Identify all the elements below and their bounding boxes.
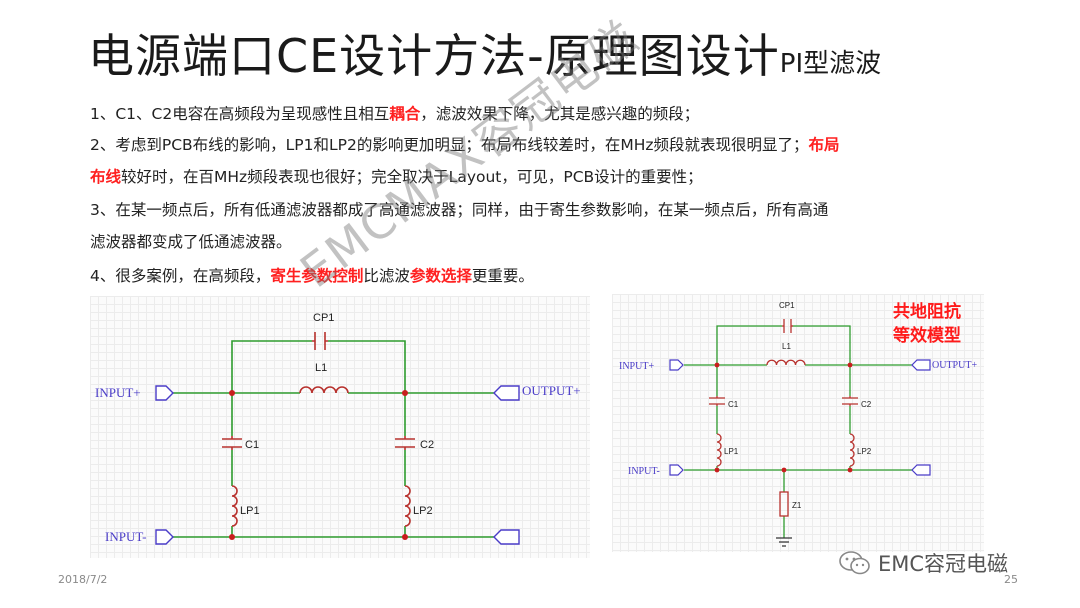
label-c2: C2 — [420, 439, 434, 451]
label-lp2: LP2 — [857, 447, 872, 456]
impedance-z1 — [779, 491, 789, 517]
port-output-plus — [911, 359, 931, 371]
label-input-plus: INPUT+ — [619, 361, 654, 372]
port-output-minus — [493, 529, 520, 545]
label-cp1: CP1 — [779, 301, 795, 310]
equivalent-model-line-1: 共地阻抗 — [893, 302, 961, 322]
wire — [231, 340, 312, 393]
capacitor-c2 — [842, 396, 858, 406]
ground-impedance-schematic: INPUT+ INPUT- OUTPUT+ CP1 L1 C1 C2 LP1 L… — [612, 294, 984, 552]
junction-node — [229, 534, 235, 540]
label-output-plus: OUTPUT+ — [932, 360, 977, 371]
junction-node — [847, 362, 853, 368]
wire — [792, 325, 851, 365]
brand-footer: EMC容冠电磁 — [838, 548, 1008, 578]
inductor-lp2 — [849, 433, 855, 467]
inductor-l1 — [766, 359, 806, 366]
port-input-minus — [155, 529, 174, 545]
point-1: 1、C1、C2电容在高频段为呈现感性且相互耦合，滤波效果下降，尤其是感兴趣的频段… — [90, 104, 699, 124]
point-3-text-end: 滤波器都变成了低通滤波器。 — [90, 233, 292, 251]
inductor-lp1 — [716, 433, 722, 467]
label-input-minus: INPUT- — [105, 529, 146, 544]
port-output-plus — [493, 385, 520, 401]
pi-filter-svg: INPUT+ INPUT- OUTPUT+ CP1 L1 C1 C2 LP1 L… — [95, 312, 581, 545]
point-4-text: 4、很多案例，在高频段， — [90, 267, 271, 285]
point-3-line-1: 3、在某一频点后，所有低通滤波器都成了高通滤波器；同样，由于寄生参数影响，在某一… — [90, 200, 828, 220]
label-output-plus: OUTPUT+ — [522, 383, 581, 398]
junction-node — [781, 467, 787, 473]
wire — [716, 325, 782, 365]
port-input-plus — [669, 359, 684, 371]
page-number: 25 — [1004, 573, 1018, 586]
point-4: 4、很多案例，在高频段，寄生参数控制比滤波参数选择更重要。 — [90, 266, 534, 286]
pi-filter-schematic: INPUT+ INPUT- OUTPUT+ CP1 L1 C1 C2 LP1 L… — [90, 296, 590, 558]
label-lp1: LP1 — [240, 505, 260, 517]
port-output-minus — [911, 464, 931, 476]
point-2-highlight-b: 布线 — [90, 168, 122, 186]
capacitor-c1 — [709, 396, 725, 406]
label-l1: L1 — [315, 362, 327, 374]
label-c1: C1 — [245, 439, 259, 451]
point-4-highlight-b: 参数选择 — [409, 267, 472, 285]
ground-symbol — [776, 537, 792, 547]
equivalent-model-line-2: 等效模型 — [893, 326, 961, 346]
wire — [328, 340, 406, 393]
title-sub: PI型滤波 — [779, 49, 882, 79]
capacitor-cp1 — [782, 319, 793, 333]
wechat-icon — [839, 551, 870, 575]
capacitor-cp1 — [312, 332, 328, 350]
port-input-minus — [669, 464, 684, 476]
point-2-text: 2、考虑到PCB布线的影响，LP1和LP2的影响更加明显；布局布线较差时，在MH… — [90, 136, 809, 154]
point-4-text-mid: 比滤波 — [363, 267, 410, 285]
label-l1: L1 — [782, 342, 791, 351]
equivalent-model-label: 共地阻抗 等效模型 — [893, 300, 961, 348]
junction-node — [714, 362, 720, 368]
label-lp1: LP1 — [724, 447, 739, 456]
junction-node — [402, 390, 408, 396]
junction-node — [847, 467, 853, 473]
label-input-plus: INPUT+ — [95, 385, 141, 400]
ground-impedance-svg: INPUT+ INPUT- OUTPUT+ CP1 L1 C1 C2 LP1 L… — [619, 301, 977, 547]
point-1-highlight: 耦合 — [389, 105, 421, 123]
point-2-text-end: 较好时，在百MHz频段表现也很好；完全取决于Layout，可见，PCB设计的重要… — [121, 168, 703, 186]
slide-date: 2018/7/2 — [58, 573, 108, 586]
label-c1: C1 — [728, 400, 739, 409]
point-4-text-end: 更重要。 — [471, 267, 534, 285]
inductor-lp2 — [404, 485, 411, 527]
junction-node — [402, 534, 408, 540]
capacitor-c2 — [395, 436, 415, 450]
label-cp1: CP1 — [313, 312, 334, 324]
label-lp2: LP2 — [413, 505, 433, 517]
point-4-highlight-a: 寄生参数控制 — [270, 267, 364, 285]
slide-title: 电源端口CE设计方法-原理图设计PI型滤波 — [88, 20, 881, 86]
point-3-text: 3、在某一频点后，所有低通滤波器都成了高通滤波器；同样，由于寄生参数影响，在某一… — [90, 201, 829, 219]
point-1-text-end: ，滤波效果下降，尤其是感兴趣的频段； — [420, 105, 700, 123]
point-2-highlight-a: 布局 — [808, 136, 840, 154]
inductor-lp1 — [231, 485, 238, 527]
title-main: 电源端口CE设计方法-原理图设计 — [88, 29, 780, 83]
point-2-line-1: 2、考虑到PCB布线的影响，LP1和LP2的影响更加明显；布局布线较差时，在MH… — [90, 135, 840, 155]
junction-node — [229, 390, 235, 396]
port-input-plus — [155, 385, 174, 401]
label-z1: Z1 — [792, 501, 802, 510]
junction-node — [714, 467, 720, 473]
point-1-text: 1、C1、C2电容在高频段为呈现感性且相互 — [90, 105, 390, 123]
brand-name: EMC容冠电磁 — [878, 552, 1009, 576]
label-c2: C2 — [861, 400, 872, 409]
point-2-line-2: 布线较好时，在百MHz频段表现也很好；完全取决于Layout，可见，PCB设计的… — [90, 167, 703, 187]
inductor-l1 — [299, 386, 349, 394]
point-3-line-2: 滤波器都变成了低通滤波器。 — [90, 232, 292, 252]
label-input-minus: INPUT- — [628, 466, 660, 477]
capacitor-c1 — [222, 436, 242, 450]
